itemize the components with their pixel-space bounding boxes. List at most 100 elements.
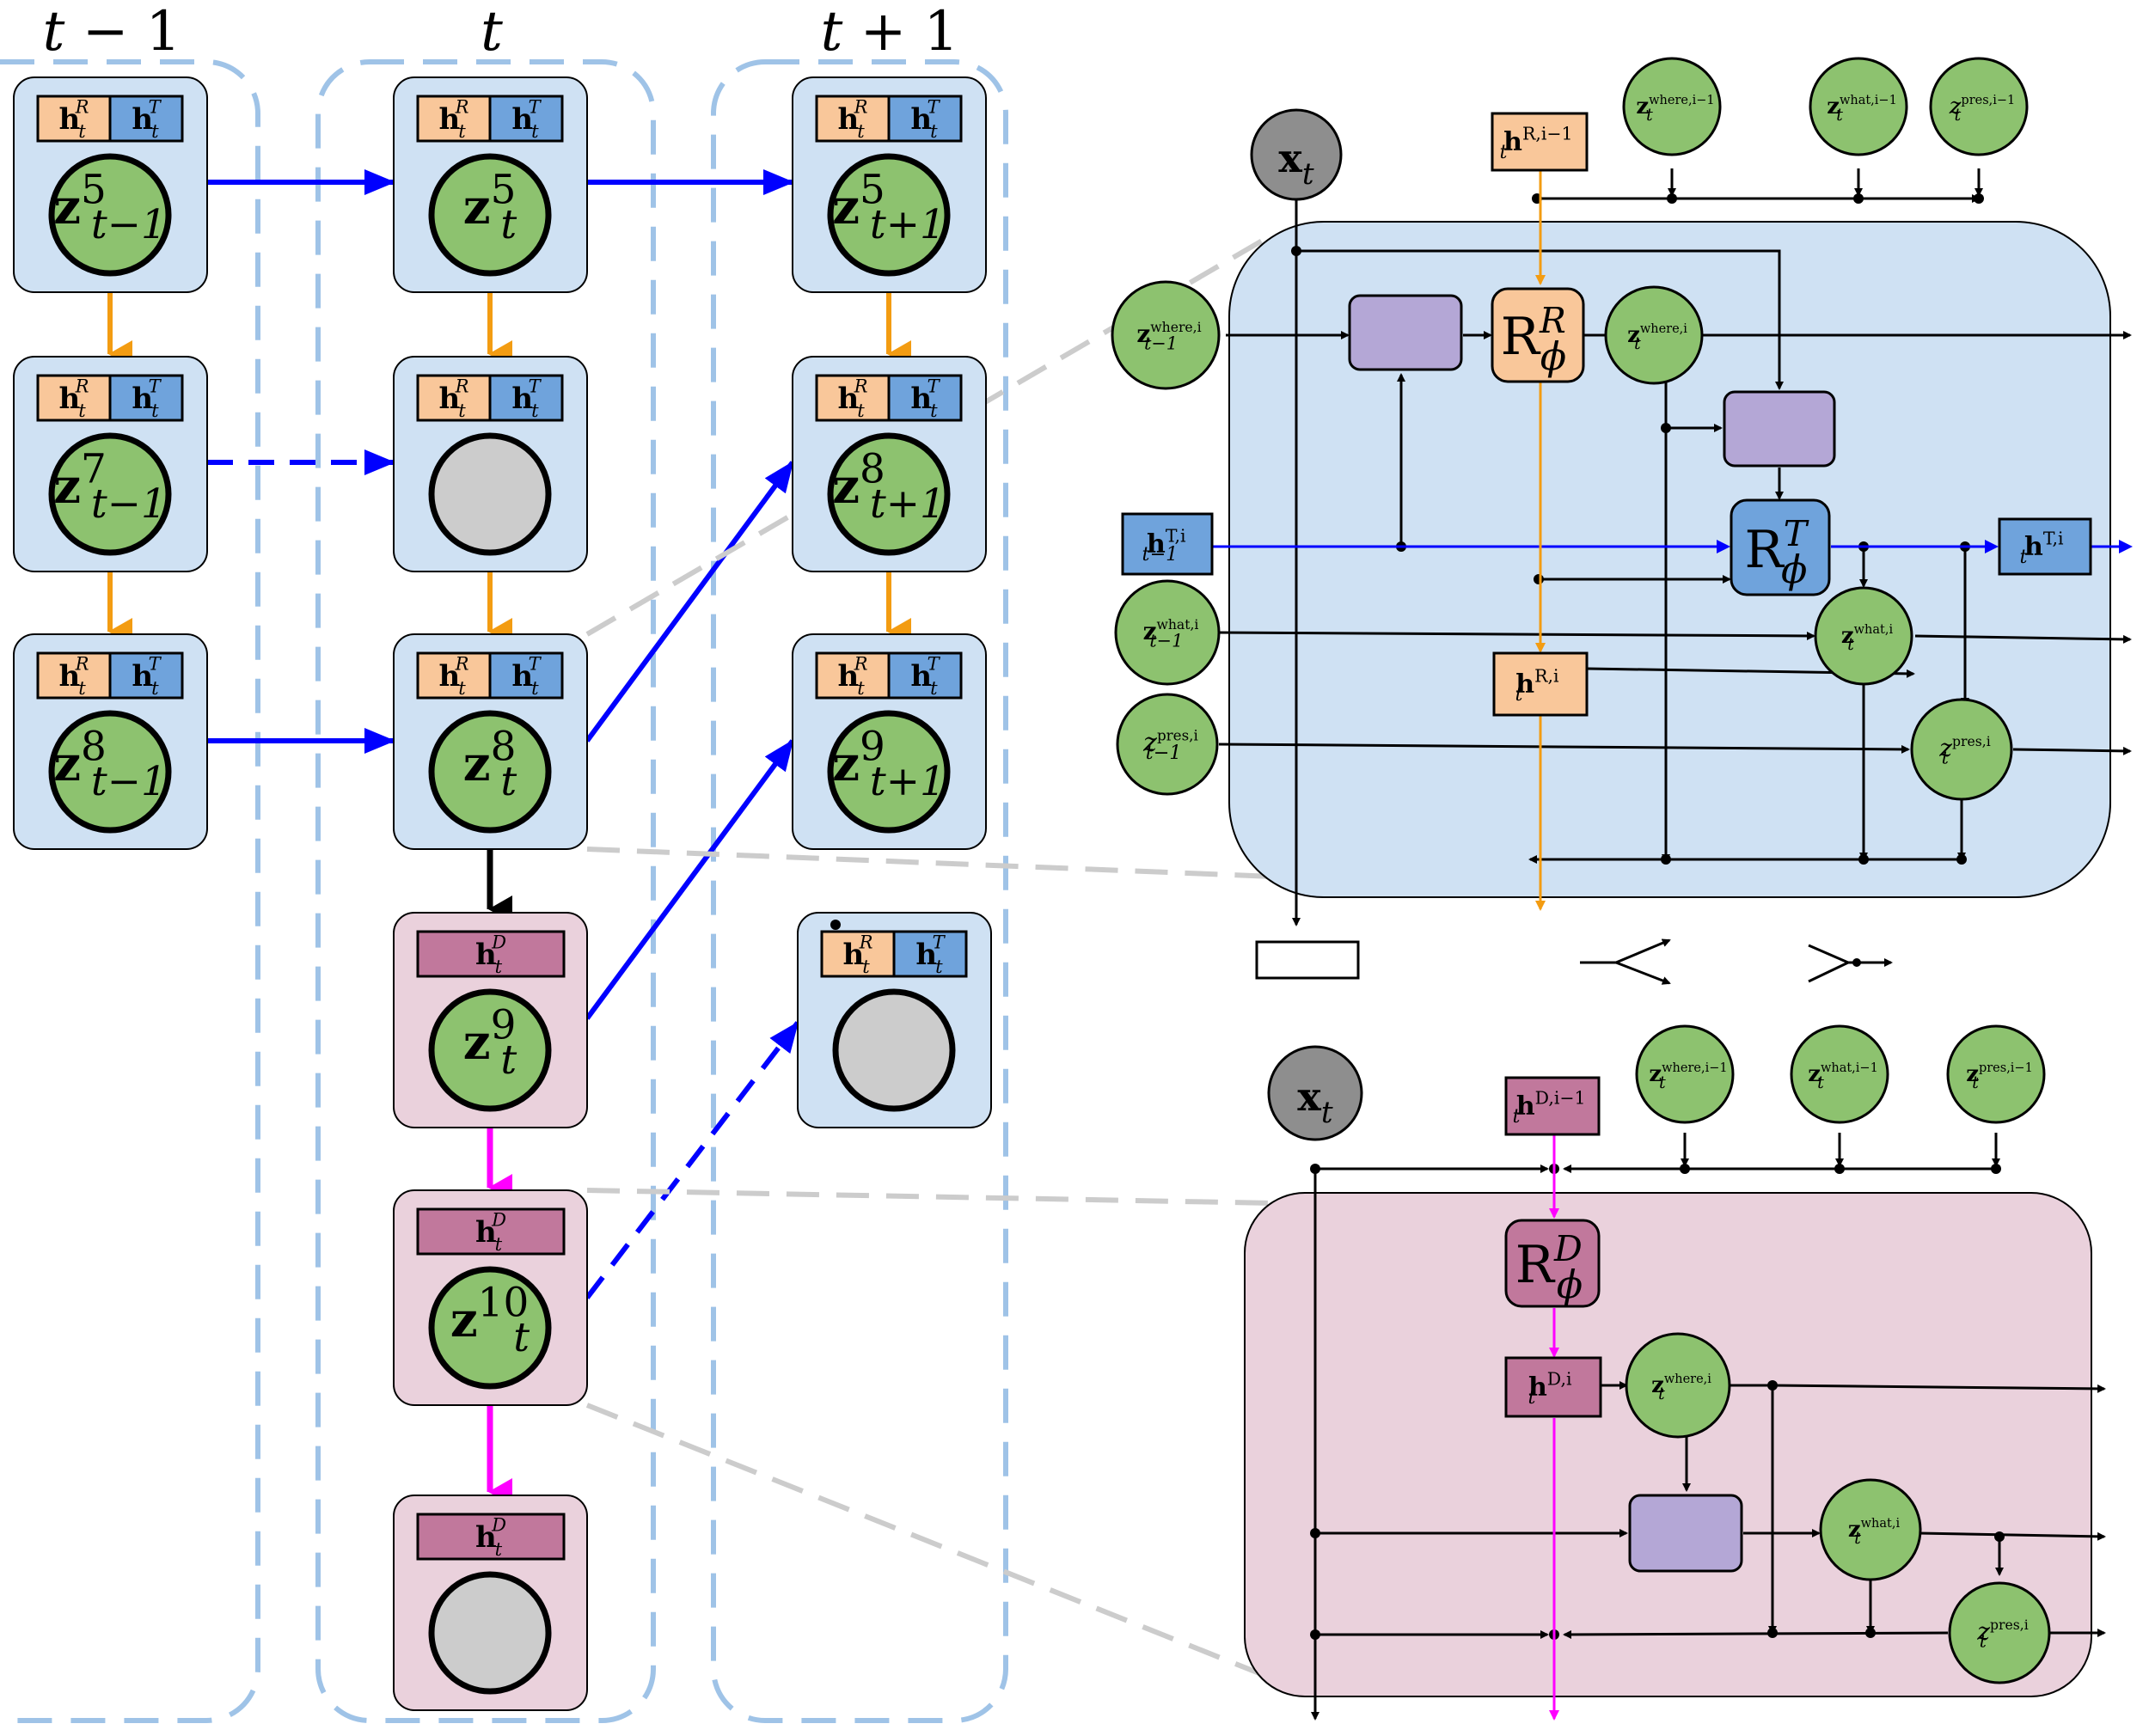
image-node-top-label-part: t <box>1302 157 1314 192</box>
legend-concat-in-1 <box>1808 944 1849 964</box>
z-what-prev-top-label-part: z <box>1827 94 1840 119</box>
legend-concat-dot <box>1852 958 1861 967</box>
z-what-prev-top-label-part: what,i−1 <box>1840 94 1897 107</box>
z-where-prev-bottom-label-part: t <box>1659 1073 1666 1092</box>
z-what-prev-top <box>1809 57 1908 156</box>
cell-tp1-z5-latent-label-part: 5 <box>860 166 885 213</box>
cell-t-z5-hR-label-part: h <box>438 102 460 137</box>
cell-tp1-z5-hT-label-part: h <box>910 102 932 137</box>
cell-t-empty-latent-node <box>428 432 552 556</box>
cell-tp1-empty-hT-label-part: t <box>935 956 943 977</box>
cell-tp1-z8-latent-label-part: 8 <box>860 445 885 492</box>
zoom-guide-bottom-1 <box>586 1188 1275 1206</box>
cell-tm1-z8-hR-box <box>36 651 112 700</box>
z-what-prev-bottom <box>1790 1024 1889 1124</box>
z-where-prev-bottom <box>1635 1024 1735 1124</box>
cell-tp1-z9-hR-label: htR <box>837 652 867 699</box>
cell-t-z10-hD-label-part: D <box>491 1208 506 1230</box>
cell-tm1-z7-hR-label: htR <box>58 375 89 421</box>
cell-tp1-z9-hT-label: htT <box>910 652 940 699</box>
what-prev-to-what <box>1218 631 1815 640</box>
cell-tm1-z8-hT-label-part: t <box>151 677 159 699</box>
hD-out-box-label-part: t <box>1528 1386 1536 1409</box>
z-where-out-top <box>1604 285 1704 385</box>
temporal-rnn-label-part: R <box>1745 520 1785 580</box>
cell-t-empty-hR-box <box>416 374 492 422</box>
zoom-guide-top-2 <box>586 847 1275 879</box>
hD-out-box <box>1504 1356 1602 1418</box>
z-where-tm1-label-part: z <box>1136 320 1150 348</box>
discovery-rnn-label-part: D <box>1553 1228 1583 1269</box>
cell-tm1-z5-hR-label-part: t <box>78 120 86 142</box>
cell-t-z10-hD-box <box>416 1207 566 1256</box>
cell-tm1-z8-latent-label-part: t−1 <box>91 758 167 805</box>
cell-t-d-empty-hD-label: htD <box>475 1513 506 1560</box>
cell-t-z9-latent-label-part: z <box>463 1014 491 1071</box>
cell-t-z10-hD-label: htD <box>475 1208 506 1255</box>
hT-prev-box-label-part: h <box>1147 529 1166 559</box>
cell-tm1-z8-hT-label-part: T <box>149 652 162 674</box>
z-where-tm1-label-part: where,i <box>1150 320 1201 335</box>
cell-tp1-empty-hR-label: htR <box>842 931 872 977</box>
column-header-2-part: + <box>842 0 923 64</box>
z-pres-prev-top-label-part: pres,i−1 <box>1961 94 2015 107</box>
cell-tm1-z7-latent-node <box>48 432 172 556</box>
cell-t-z5-hT-label-part: t <box>531 120 539 142</box>
cell-tm1-z5-hR-label-part: R <box>75 95 89 117</box>
cell-tm1-z5-latent-label-part: t−1 <box>91 201 167 248</box>
junction-dot <box>1680 1164 1690 1174</box>
temporal-rnn-label-part: T <box>1784 513 1809 554</box>
image-node-bottom-label: xt <box>1297 1073 1332 1130</box>
z-pres-out-bottom-label-part: z <box>1976 1617 1990 1646</box>
junction-dot <box>1767 1380 1778 1391</box>
propagate-arrow-z8-next <box>585 461 795 743</box>
z-where-prev-top-label-part: where,i−1 <box>1649 94 1714 107</box>
cell-tp1-z5-hT-label-part: t <box>930 120 938 142</box>
cell-tp1-z9-latent-node <box>827 710 951 834</box>
image-node-top-label-part: x <box>1278 135 1302 181</box>
z-what-out-top <box>1814 586 1913 686</box>
hR-out-box <box>1492 651 1589 717</box>
cell-tp1-z8-hT-label-part: h <box>910 382 932 416</box>
image-to-st2 <box>1296 249 1784 390</box>
cell-tm1-z8-hT-label-part: h <box>132 659 153 694</box>
cell-t-z10-hD-label-part: h <box>475 1215 497 1250</box>
cell-t-d-empty-hD-box <box>416 1513 566 1561</box>
column-header-2: t + 1 <box>821 0 959 64</box>
hT-prev-box-label-part: t−1 <box>1142 543 1179 565</box>
image-node-top <box>1250 108 1343 201</box>
st-box-1 <box>1348 294 1463 371</box>
junction-dot <box>1853 193 1864 204</box>
cell-tm1-z7-hT-label: htT <box>132 375 162 421</box>
cell-tm1-z8-latent-label-part: 8 <box>81 723 107 770</box>
temporal-rnn-box <box>1730 498 1831 596</box>
z-pres-out-top-label-part: z <box>1938 734 1952 762</box>
junction-dot <box>1865 1628 1876 1638</box>
cell-t-z5-hT-label-part: h <box>511 102 533 137</box>
pres-prev-to-pres <box>1218 743 1910 754</box>
junction-dot <box>1858 854 1869 865</box>
cell-t-z8-hT-label: htT <box>511 652 542 699</box>
image-node-bottom <box>1267 1045 1363 1141</box>
column-t-minus-1-border <box>0 59 260 1723</box>
image-node-top-label: xt <box>1278 135 1313 192</box>
cell-tp1-z5-hR-label-part: h <box>837 102 859 137</box>
cell-tp1-z9-latent-label-part: z <box>832 736 860 792</box>
cell-t-z9-latent-node <box>428 988 552 1112</box>
temporal-rnn-label-part: ϕ <box>1781 547 1807 592</box>
cell-t-empty-hT-label: htT <box>511 375 542 421</box>
cell-tm1-z5-hT-label-part: T <box>149 95 162 117</box>
cell-tp1-z5-hR-label-part: t <box>857 120 865 142</box>
junction-dot <box>1661 423 1671 433</box>
